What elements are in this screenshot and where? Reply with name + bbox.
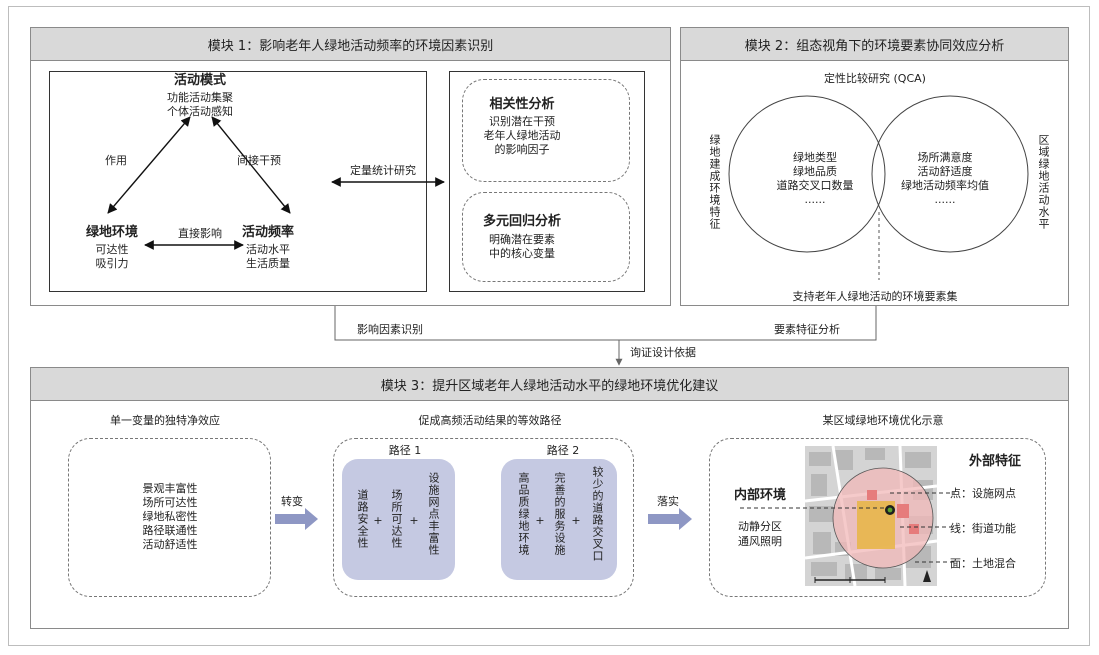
regression-line-1: 明确潜在要素 xyxy=(489,233,555,246)
green-env-line-2: 吸引力 xyxy=(95,257,129,270)
left-circle-line-4: ...... xyxy=(804,193,826,206)
section2-title: 促成高频活动结果的等效路径 xyxy=(418,414,562,427)
external-line: 线：街道功能 xyxy=(950,522,1016,535)
qca-label: 定性比较研究 (QCA) xyxy=(824,72,926,85)
path1-op-1: + xyxy=(373,514,383,527)
internal-env-line-2: 通风照明 xyxy=(738,535,782,548)
path2-op-1: + xyxy=(535,514,545,527)
path1-op-2: + xyxy=(409,514,419,527)
left-circle-line-3: 道路交叉口数量 xyxy=(776,179,854,192)
element-set-label: 支持老年人绿地活动的环境要素集 xyxy=(792,290,958,303)
module-1-header: 模块 1：影响老年人绿地活动频率的环境因素识别 xyxy=(31,28,670,61)
regression-box xyxy=(462,192,630,282)
green-env-title: 绿地环境 xyxy=(85,225,138,240)
module-2-header: 模块 2：组态视角下的环境要素协同效应分析 xyxy=(681,28,1068,61)
module-join-line xyxy=(334,306,877,341)
path2-label: 路径 2 xyxy=(546,444,580,457)
evidence-label: 询证设计依据 xyxy=(630,346,696,359)
external-area: 面：土地混合 xyxy=(950,557,1016,570)
activity-freq-line-2: 生活质量 xyxy=(246,257,290,270)
left-circle-line-2: 绿地品质 xyxy=(793,165,837,178)
right-circle-line-2: 活动舒适度 xyxy=(917,165,973,178)
implement-label: 落实 xyxy=(657,495,679,508)
path2-op-2: + xyxy=(571,514,581,527)
correlation-title: 相关性分析 xyxy=(489,97,555,112)
path2-item-3: 较少的道路交叉口 xyxy=(591,466,604,562)
site-map-image xyxy=(805,446,937,586)
path1-item-1: 道路安全性 xyxy=(356,489,369,549)
external-point: 点：设施网点 xyxy=(950,487,1016,500)
correlation-line-2: 老年人绿地活动 xyxy=(483,129,561,142)
correlation-box xyxy=(462,79,630,182)
edge-indirect xyxy=(211,116,291,214)
path1-pill xyxy=(342,459,455,580)
activity-pattern-title: 活动模式 xyxy=(173,73,226,88)
variable-4: 路径联通性 xyxy=(142,524,198,537)
factor-identification-label: 影响因素识别 xyxy=(357,323,423,336)
path1-item-2: 场所可达性 xyxy=(390,489,403,549)
outer-frame xyxy=(8,6,1090,646)
edge-label-direct: 直接影响 xyxy=(178,227,222,240)
correlation-line-1: 识别潜在干预 xyxy=(489,115,555,128)
transform-label: 转变 xyxy=(281,495,303,508)
right-circle-line-3: 绿地活动频率均值 xyxy=(901,179,989,192)
section3-title: 某区域绿地环境优化示意 xyxy=(822,414,944,427)
right-vertical-label: 区域绿地活动水平 xyxy=(1037,134,1050,230)
path2-item-1: 高品质绿地环境 xyxy=(517,472,530,556)
internal-env-line-1: 动静分区 xyxy=(738,520,782,533)
activity-pattern-line-2: 个体活动感知 xyxy=(167,105,233,118)
section1-title: 单一变量的独特净效应 xyxy=(110,414,220,427)
path1-item-3: 设施网点丰富性 xyxy=(427,472,440,556)
path1-label: 路径 1 xyxy=(388,444,422,457)
activity-pattern-line-1: 功能活动集聚 xyxy=(167,91,233,104)
variable-1: 景观丰富性 xyxy=(142,482,198,495)
green-env-line-1: 可达性 xyxy=(95,243,129,256)
variable-2: 场所可达性 xyxy=(142,496,198,509)
feature-analysis-label: 要素特征分析 xyxy=(774,323,840,336)
quantitative-study-label: 定量统计研究 xyxy=(350,164,416,177)
regression-line-2: 中的核心变量 xyxy=(489,247,555,260)
external-feature-title: 外部特征 xyxy=(968,454,1021,469)
left-circle-line-1: 绿地类型 xyxy=(793,151,837,164)
path2-item-2: 完善的服务设施 xyxy=(553,472,566,556)
right-circle-line-1: 场所满意度 xyxy=(917,151,973,164)
transform-arrow xyxy=(275,508,318,530)
right-circle-line-4: ...... xyxy=(934,193,956,206)
path2-pill xyxy=(501,459,617,580)
module-2: 模块 2：组态视角下的环境要素协同效应分析 xyxy=(680,27,1069,306)
variable-5: 活动舒适性 xyxy=(142,538,198,551)
venn-right-circle xyxy=(871,95,1029,253)
left-vertical-label: 绿地建成环境特征 xyxy=(708,134,721,230)
regression-title: 多元回归分析 xyxy=(482,214,561,229)
variable-3: 绿地私密性 xyxy=(142,510,198,523)
venn-left-circle xyxy=(728,95,886,253)
variables-box xyxy=(68,438,271,597)
correlation-line-3: 的影响因子 xyxy=(494,143,550,156)
activity-freq-title: 活动频率 xyxy=(241,225,294,240)
activity-freq-line-1: 活动水平 xyxy=(246,243,290,256)
implement-arrow xyxy=(648,508,692,530)
module-3-header: 模块 3：提升区域老年人绿地活动水平的绿地环境优化建议 xyxy=(31,368,1068,401)
internal-env-title: 内部环境 xyxy=(733,488,786,503)
edge-effect xyxy=(107,116,191,214)
